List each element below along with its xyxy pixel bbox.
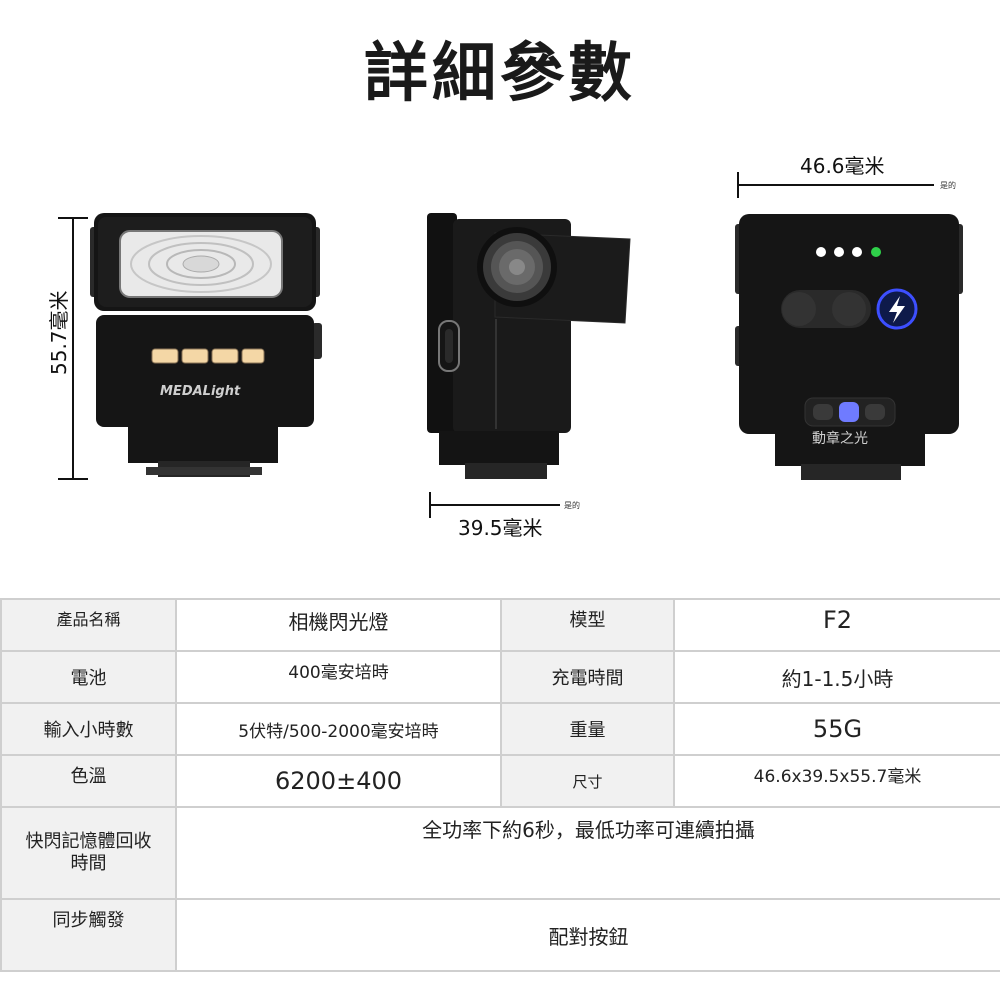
size-label: 尺寸 (500, 754, 675, 808)
width-dimension-label: 46.6毫米 (800, 154, 885, 178)
input-value: 5伏特/500-2000毫安培時 (175, 702, 502, 756)
weight-label: 重量 (500, 702, 675, 756)
height-dimension-cap-bottom (58, 478, 88, 480)
name-value: 相機閃光燈 (175, 598, 502, 652)
sync-value: 配對按鈕 (175, 898, 1000, 972)
color-temp-value: 6200±400 (175, 754, 502, 808)
sync-label: 同步觸發 (0, 898, 177, 972)
page-title: 詳細參數 (364, 37, 636, 111)
flash-side-view (427, 213, 631, 479)
depth-dimension-line (430, 504, 560, 506)
charge-time-label: 充電時間 (500, 650, 675, 704)
width-dimension-note: 是的 (940, 181, 956, 190)
input-label: 輸入小時數 (0, 702, 177, 756)
weight-value: 55G (673, 702, 1000, 756)
height-dimension-label: 55.7毫米 (47, 290, 71, 375)
spec-row-input: 輸入小時數 5伏特/500-2000毫安培時 重量 55G (0, 702, 1000, 756)
battery-label: 電池 (0, 650, 177, 704)
model-label: 模型 (500, 598, 675, 652)
height-dimension-cap-top (58, 217, 88, 219)
depth-dimension-note: 是的 (564, 501, 580, 510)
model-value: F2 (673, 598, 1000, 652)
depth-dimension-label: 39.5毫米 (458, 516, 543, 540)
flash-front-view (90, 213, 322, 477)
color-temp-label: 色溫 (0, 754, 177, 808)
spec-row-color-temp: 色溫 6200±400 尺寸 46.6x39.5x55.7毫米 (0, 754, 1000, 808)
battery-value: 400毫安培時 (175, 650, 502, 704)
spec-row-name: 產品名稱 相機閃光燈 模型 F2 (0, 598, 1000, 652)
width-dimension-line (738, 184, 934, 186)
recycle-time-value: 全功率下約6秒，最低功率可連續拍攝 (175, 806, 1000, 900)
back-brand-logo: 動章之光 (812, 431, 868, 447)
spec-table: 產品名稱 相機閃光燈 模型 F2 電池 400毫安培時 充電時間 約1-1.5小… (0, 598, 1000, 972)
recycle-time-label: 快閃記憶體回收 時間 (0, 806, 177, 900)
charge-time-value: 約1-1.5小時 (673, 650, 1000, 704)
height-dimension-line (72, 218, 74, 480)
front-brand-logo: MEDALight (160, 384, 241, 399)
spec-row-recycle: 快閃記憶體回收 時間 全功率下約6秒，最低功率可連續拍攝 (0, 806, 1000, 900)
size-value: 46.6x39.5x55.7毫米 (673, 754, 1000, 808)
flash-back-view (735, 214, 963, 480)
spec-row-battery: 電池 400毫安培時 充電時間 約1-1.5小時 (0, 650, 1000, 704)
name-label: 產品名稱 (0, 598, 177, 652)
spec-row-sync: 同步觸發 配對按鈕 (0, 898, 1000, 972)
